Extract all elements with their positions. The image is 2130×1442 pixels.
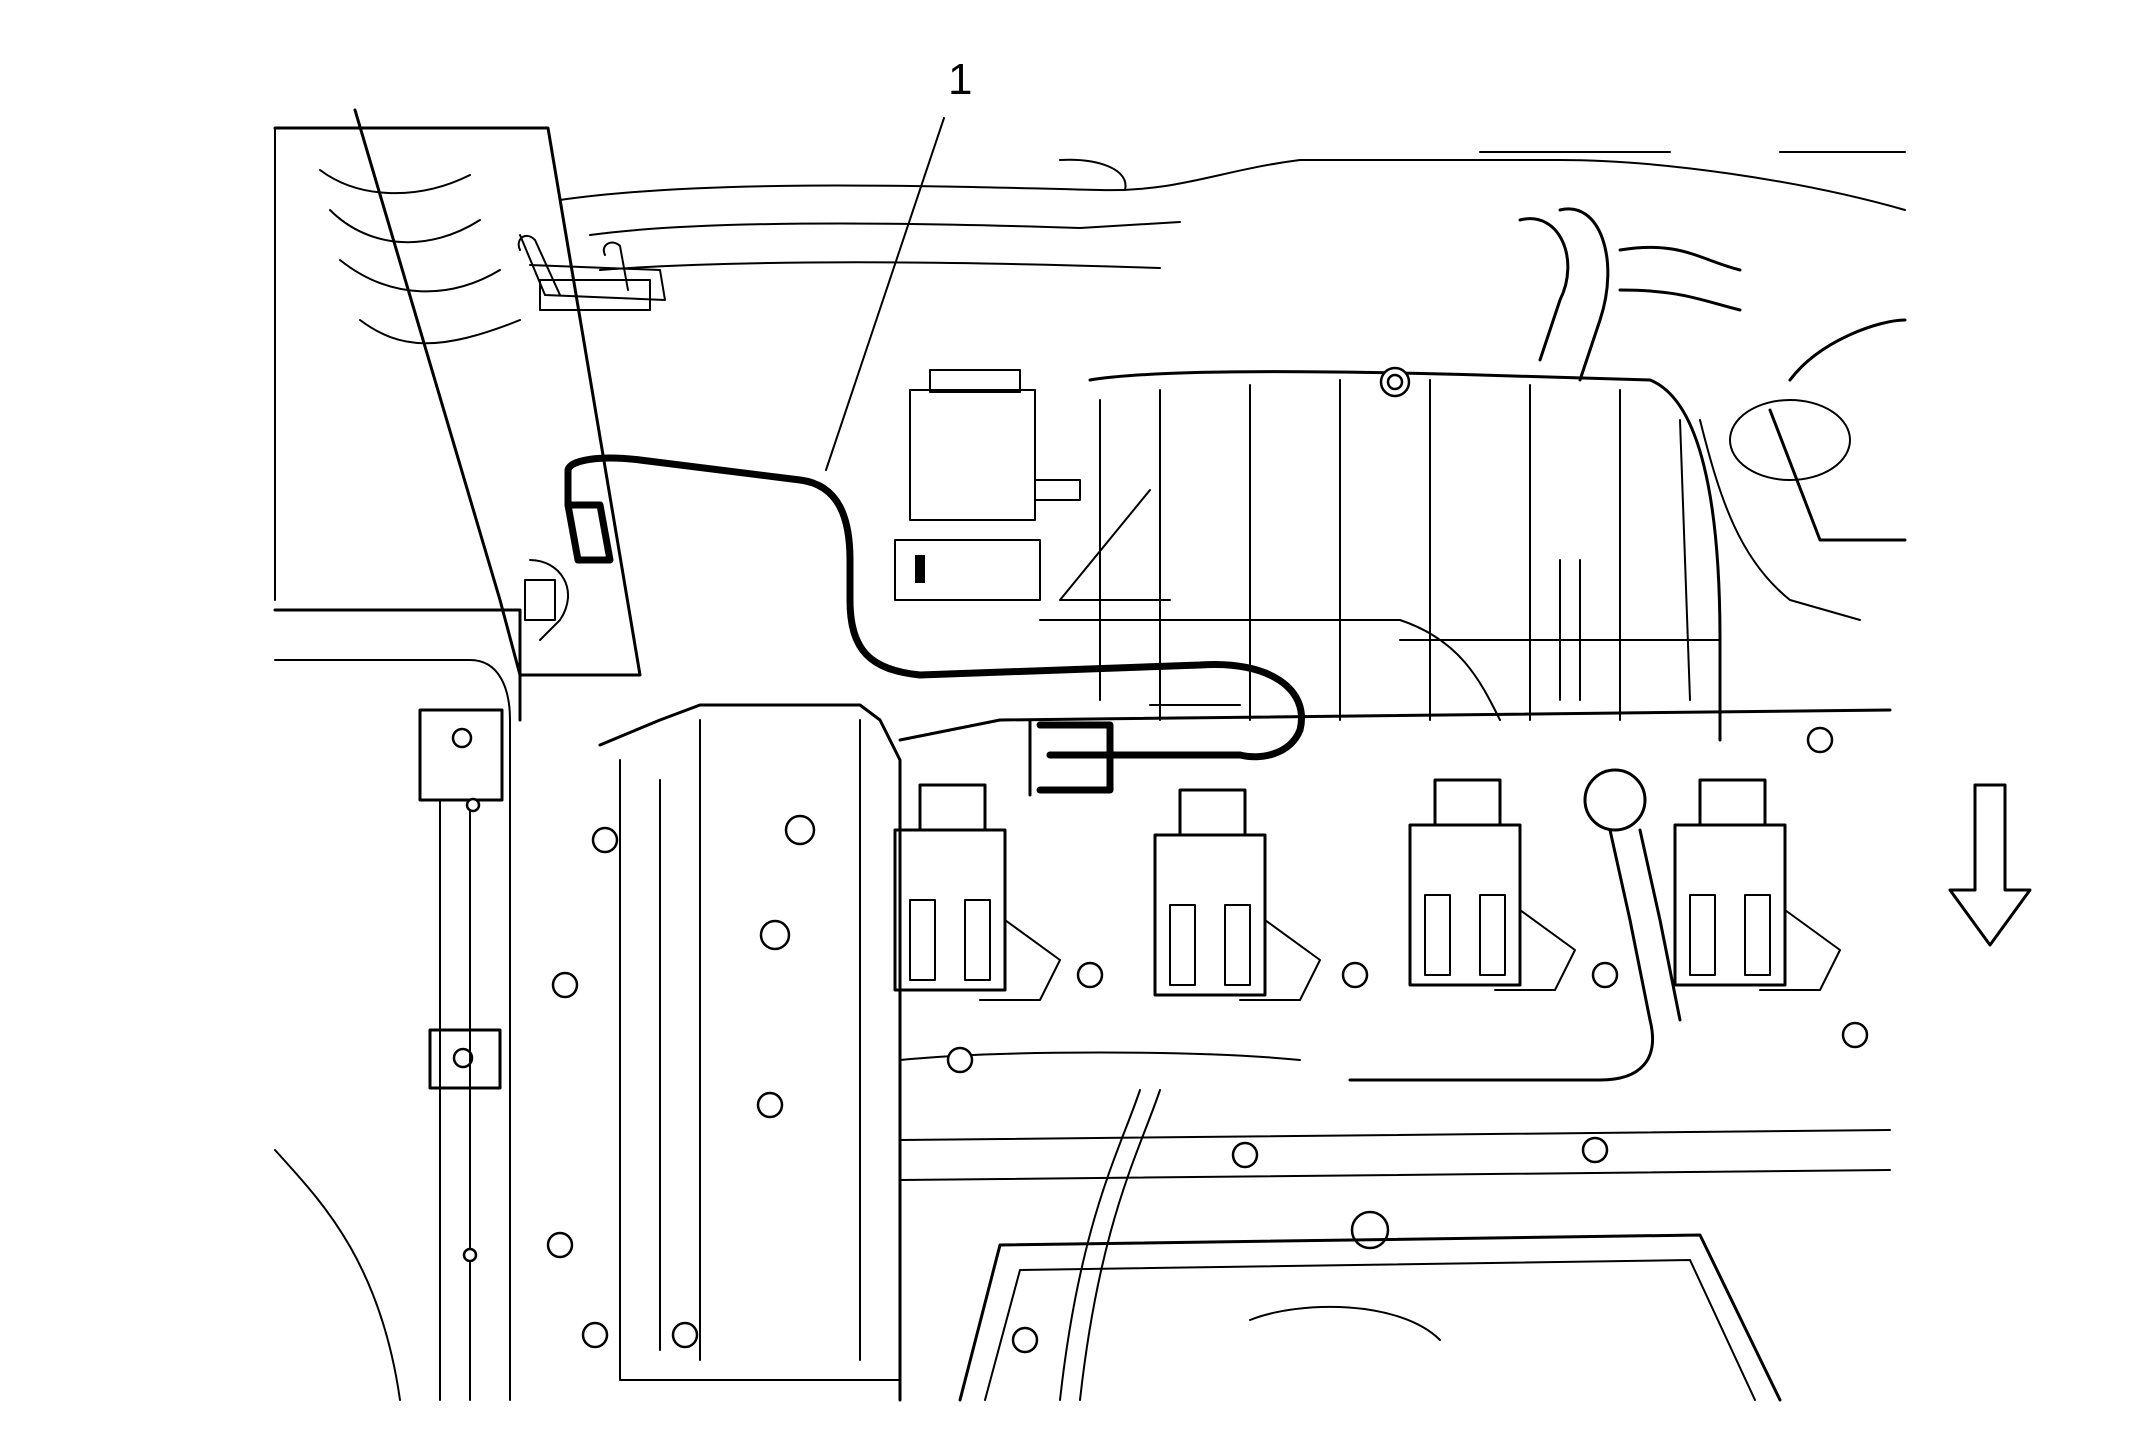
ignition-coil-3 <box>1408 778 1576 991</box>
lower-cover-tray <box>958 1233 1782 1402</box>
upper-right-hoses <box>1518 207 1907 701</box>
highlighted-hose <box>564 454 1305 797</box>
intake-manifold <box>1039 366 1722 742</box>
left-inset-panel <box>273 108 666 677</box>
upper-cowl-lines <box>559 151 1906 271</box>
ignition-coil-4 <box>1673 778 1841 991</box>
left-bracket <box>273 608 522 1401</box>
fastener-bolts <box>546 726 1869 1354</box>
ignition-coil-1 <box>893 783 1061 1001</box>
ignition-coil-2 <box>1153 788 1321 1001</box>
down-arrow-icon <box>1948 783 2032 947</box>
connector-module <box>894 369 1171 601</box>
sensor-and-harness <box>1059 768 1682 1401</box>
callout-leader-line <box>825 117 945 471</box>
engine-block <box>598 703 1892 1402</box>
callout-label-1: 1 <box>948 55 973 104</box>
